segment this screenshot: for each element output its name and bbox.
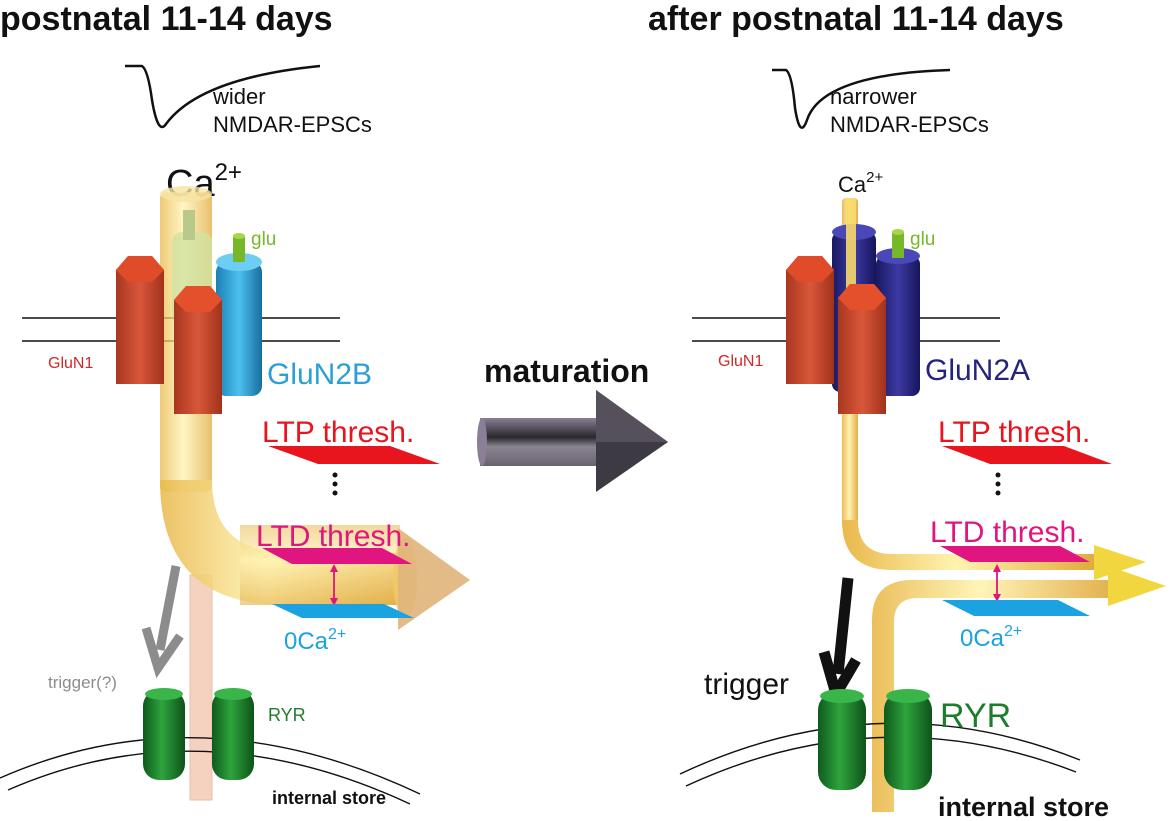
- left-glun1-back: [116, 256, 164, 384]
- left-store-membrane: [0, 736, 421, 805]
- right-trace-label-2: NMDAR-EPSCs: [830, 112, 989, 137]
- left-ltd-label: LTD thresh.: [256, 520, 411, 553]
- left-ca-tube-top: [160, 186, 212, 202]
- left-glun1-label: GluN1: [48, 355, 93, 372]
- left-ryr-2: [212, 688, 254, 780]
- left-ltp-plane: [268, 446, 440, 464]
- left-glun2-label: GluN2B: [267, 358, 372, 391]
- right-ryr-label: RYR: [940, 697, 1011, 735]
- right-store-label: internal store: [938, 792, 1109, 821]
- right-zero-charge: 2+: [1004, 623, 1022, 640]
- left-ellipsis: [332, 472, 338, 496]
- left-glu-label: glu: [251, 229, 276, 250]
- left-ca-arrowhead: [398, 528, 470, 630]
- right-trigger-label: trigger: [704, 668, 789, 701]
- right-ion-label: Ca2+: [838, 169, 883, 197]
- left-zero-base: 0Ca: [284, 628, 329, 655]
- right-ryr-1: [818, 689, 866, 790]
- right-trace-label-1: narrower: [830, 84, 917, 109]
- left-ryr-label: RYR: [268, 705, 306, 725]
- left-trace-label-2: NMDAR-EPSCs: [213, 112, 372, 137]
- right-zero-label: 0Ca2+: [960, 623, 1022, 652]
- right-ca-arrowhead-lower: [1108, 566, 1166, 606]
- left-ca-tube-lower: [189, 574, 213, 801]
- right-ltd-label: LTD thresh.: [930, 516, 1085, 549]
- left-trigger-arrow: [141, 565, 184, 679]
- right-trigger-arrow: [818, 577, 861, 708]
- left-store-label: internal store: [272, 788, 386, 808]
- right-ryr-2: [884, 689, 932, 790]
- right-epsc-trace: [772, 68, 951, 129]
- right-ltd-plane: [940, 546, 1090, 562]
- left-zero-charge: 2+: [328, 626, 346, 643]
- left-ltp-label: LTP thresh.: [262, 416, 414, 449]
- right-heading: after postnatal 11-14 days: [648, 0, 1064, 38]
- maturation-arrow: [477, 390, 668, 492]
- left-glu-icon: [233, 233, 245, 262]
- left-zero-plane: [272, 604, 414, 618]
- right-glun1-back: [786, 256, 834, 384]
- right-ca-arrowhead-upper: [1094, 545, 1146, 580]
- right-double-arrow: [993, 564, 1001, 602]
- left-ion-charge: 2+: [215, 159, 242, 186]
- left-double-arrow: [330, 564, 338, 606]
- right-zero-base: 0Ca: [960, 625, 1005, 652]
- right-glun2-label: GluN2A: [925, 354, 1030, 387]
- maturation-label: maturation: [484, 353, 649, 389]
- left-ltd-plane: [262, 548, 412, 564]
- right-store-membrane: [679, 722, 1081, 787]
- left-epsc-trace: [125, 64, 321, 129]
- left-trace-label-1: wider: [212, 84, 266, 109]
- right-ca-tube-lower: [872, 580, 1110, 812]
- left-heading: postnatal 11-14 days: [0, 0, 333, 38]
- left-zero-label: 0Ca2+: [284, 626, 346, 655]
- right-glu-label: glu: [910, 229, 935, 250]
- right-glu-icon: [892, 229, 904, 258]
- right-glun1-label: GluN1: [718, 353, 763, 370]
- right-ion-base: Ca: [838, 172, 867, 197]
- right-glun1-front: [838, 284, 886, 414]
- right-zero-plane: [942, 600, 1090, 616]
- right-ellipsis: [995, 472, 1001, 496]
- left-ryr-1: [143, 688, 185, 780]
- right-ltp-label: LTP thresh.: [938, 416, 1090, 449]
- left-pale-stalk: [183, 210, 195, 240]
- left-glun1-front: [174, 286, 222, 414]
- left-glun2b-cylinder: [216, 253, 262, 396]
- right-ion-charge: 2+: [866, 169, 883, 186]
- right-ltp-plane: [942, 446, 1112, 464]
- left-ca-tube-horizontal: [240, 525, 400, 605]
- left-trigger-label: trigger(?): [48, 673, 117, 692]
